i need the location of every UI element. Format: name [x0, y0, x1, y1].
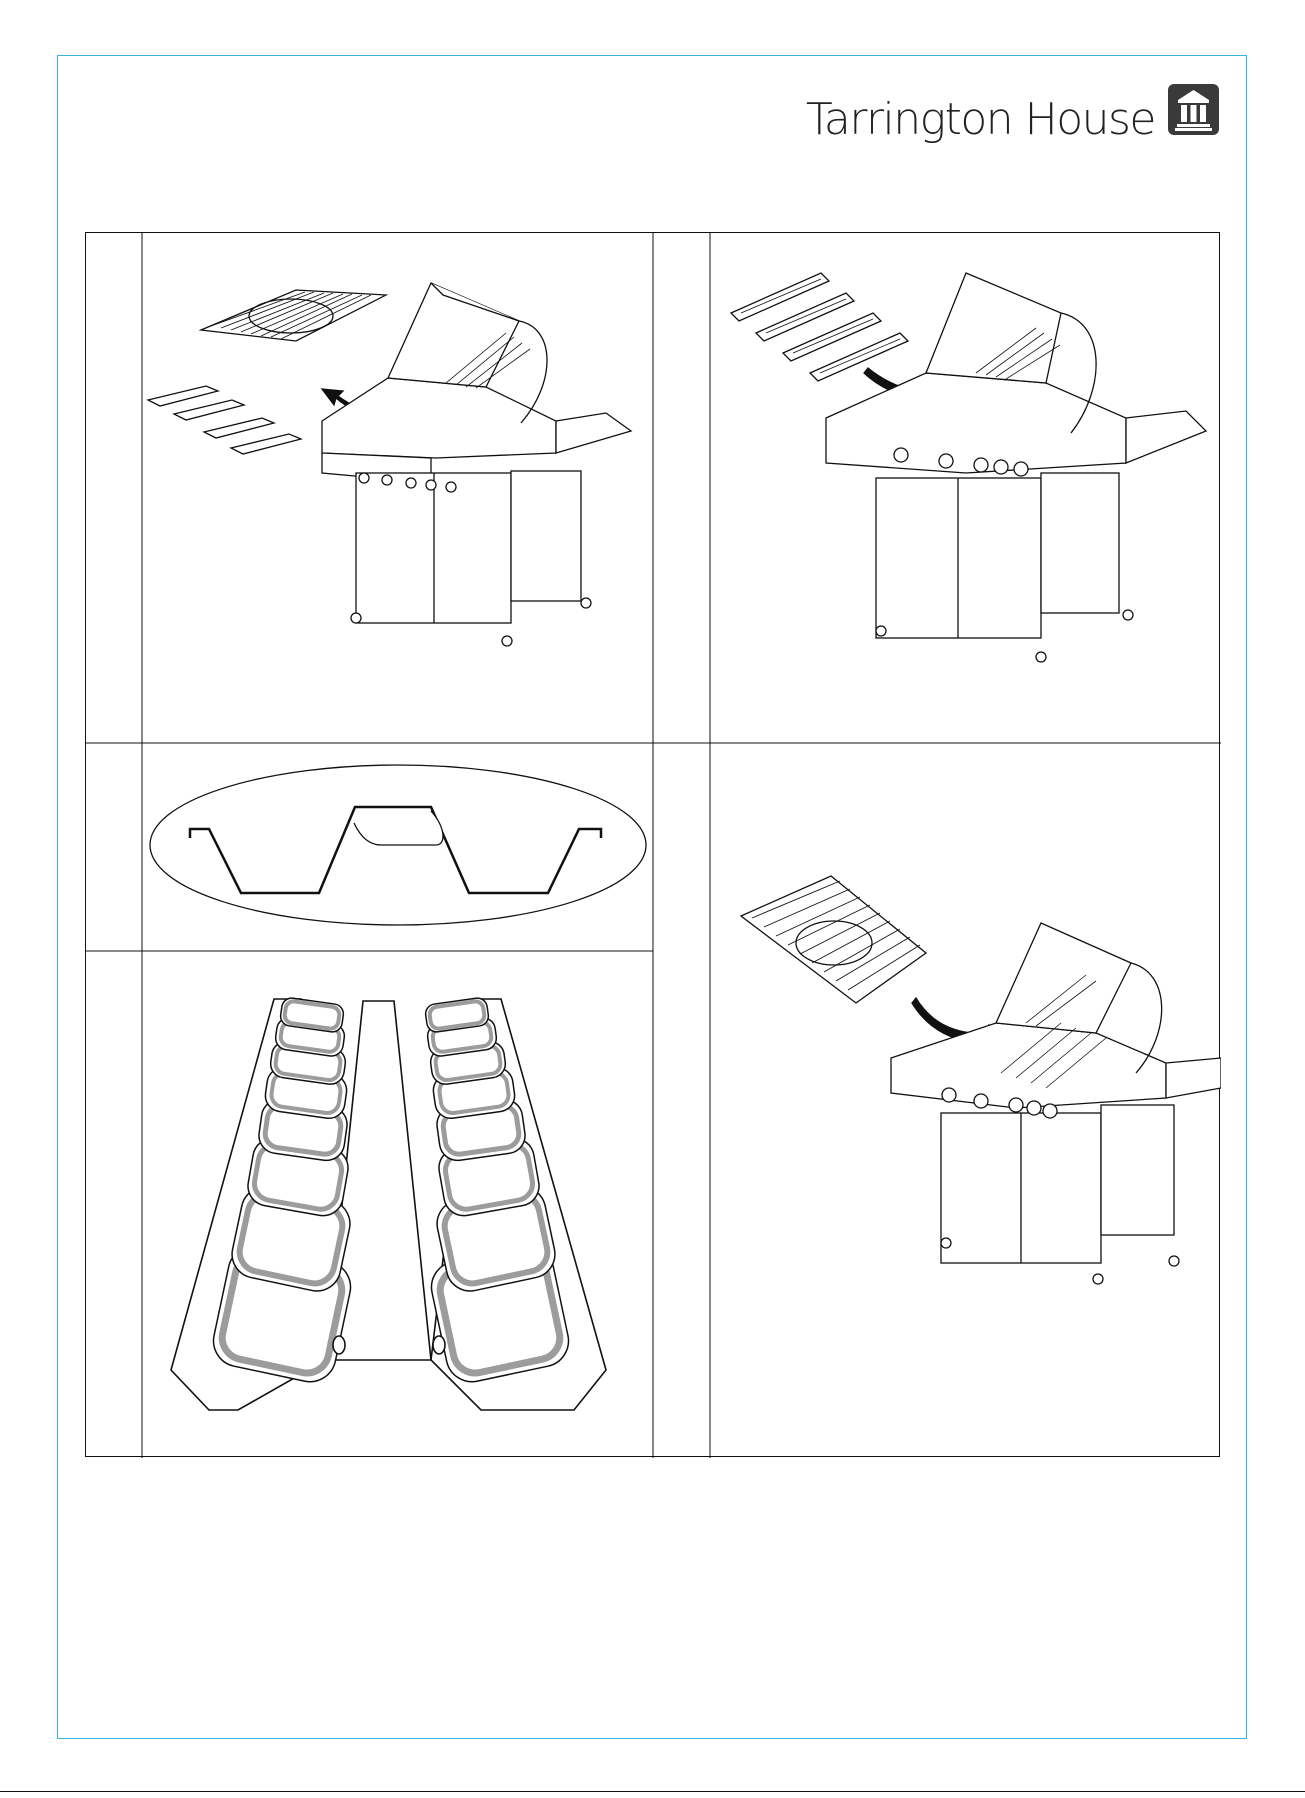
bbq-grill-icon	[322, 283, 631, 646]
cooking-grate-icon	[201, 290, 386, 341]
cooking-grate-icon	[741, 876, 926, 1003]
lava-stones-detail-illustration	[171, 997, 606, 1410]
bbq-grill-grate-illustration	[741, 876, 1221, 1284]
bbq-grill-assembly-illustration	[731, 273, 1206, 662]
page-edge-line	[0, 1791, 1305, 1792]
tray-profile-illustration	[150, 765, 646, 925]
bbq-grill-disassembly-illustration	[148, 283, 631, 646]
brand-name: Tarrington House	[806, 94, 1155, 145]
instruction-grid	[85, 232, 1220, 1457]
bbq-grill-icon	[891, 923, 1221, 1284]
heat-tent-icon	[148, 386, 301, 454]
bbq-grill-icon	[826, 273, 1206, 662]
lava-tray-icon	[731, 273, 908, 381]
house-logo-icon	[1168, 84, 1219, 135]
